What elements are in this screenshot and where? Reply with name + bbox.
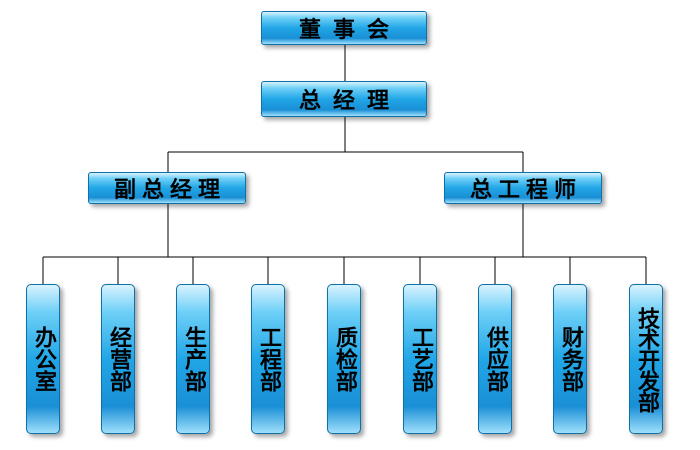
deputy-general-manager-label: 副总经理 bbox=[113, 178, 226, 203]
board-label: 董事会 bbox=[298, 18, 401, 43]
chief-engineer-label: 总工程师 bbox=[469, 178, 582, 203]
dept-business-label: 经营部 bbox=[106, 326, 131, 392]
dept-process-box: 工艺部 bbox=[403, 284, 437, 434]
dept-engineering-label: 工程部 bbox=[256, 326, 281, 392]
dept-process-label: 工艺部 bbox=[408, 326, 433, 392]
dept-tech-development-label: 技术开发部 bbox=[634, 306, 659, 412]
board-box: 董事会 bbox=[261, 11, 427, 45]
chief-engineer-box: 总工程师 bbox=[444, 172, 602, 204]
dept-production-box: 生产部 bbox=[176, 284, 210, 434]
general-manager-label: 总经理 bbox=[298, 89, 401, 114]
dept-finance-label: 财务部 bbox=[558, 326, 583, 392]
dept-tech-development-box: 技术开发部 bbox=[629, 284, 663, 434]
dept-finance-box: 财务部 bbox=[553, 284, 587, 434]
dept-quality-label: 质检部 bbox=[332, 326, 357, 392]
dept-office-box: 办公室 bbox=[26, 284, 60, 434]
dept-business-box: 经营部 bbox=[101, 284, 135, 434]
deputy-general-manager-box: 副总经理 bbox=[88, 172, 246, 204]
general-manager-box: 总经理 bbox=[261, 81, 427, 117]
dept-quality-box: 质检部 bbox=[327, 284, 361, 434]
dept-supply-label: 供应部 bbox=[483, 326, 508, 392]
dept-production-label: 生产部 bbox=[181, 326, 206, 392]
dept-supply-box: 供应部 bbox=[478, 284, 512, 434]
dept-office-label: 办公室 bbox=[31, 326, 56, 392]
dept-engineering-box: 工程部 bbox=[251, 284, 285, 434]
